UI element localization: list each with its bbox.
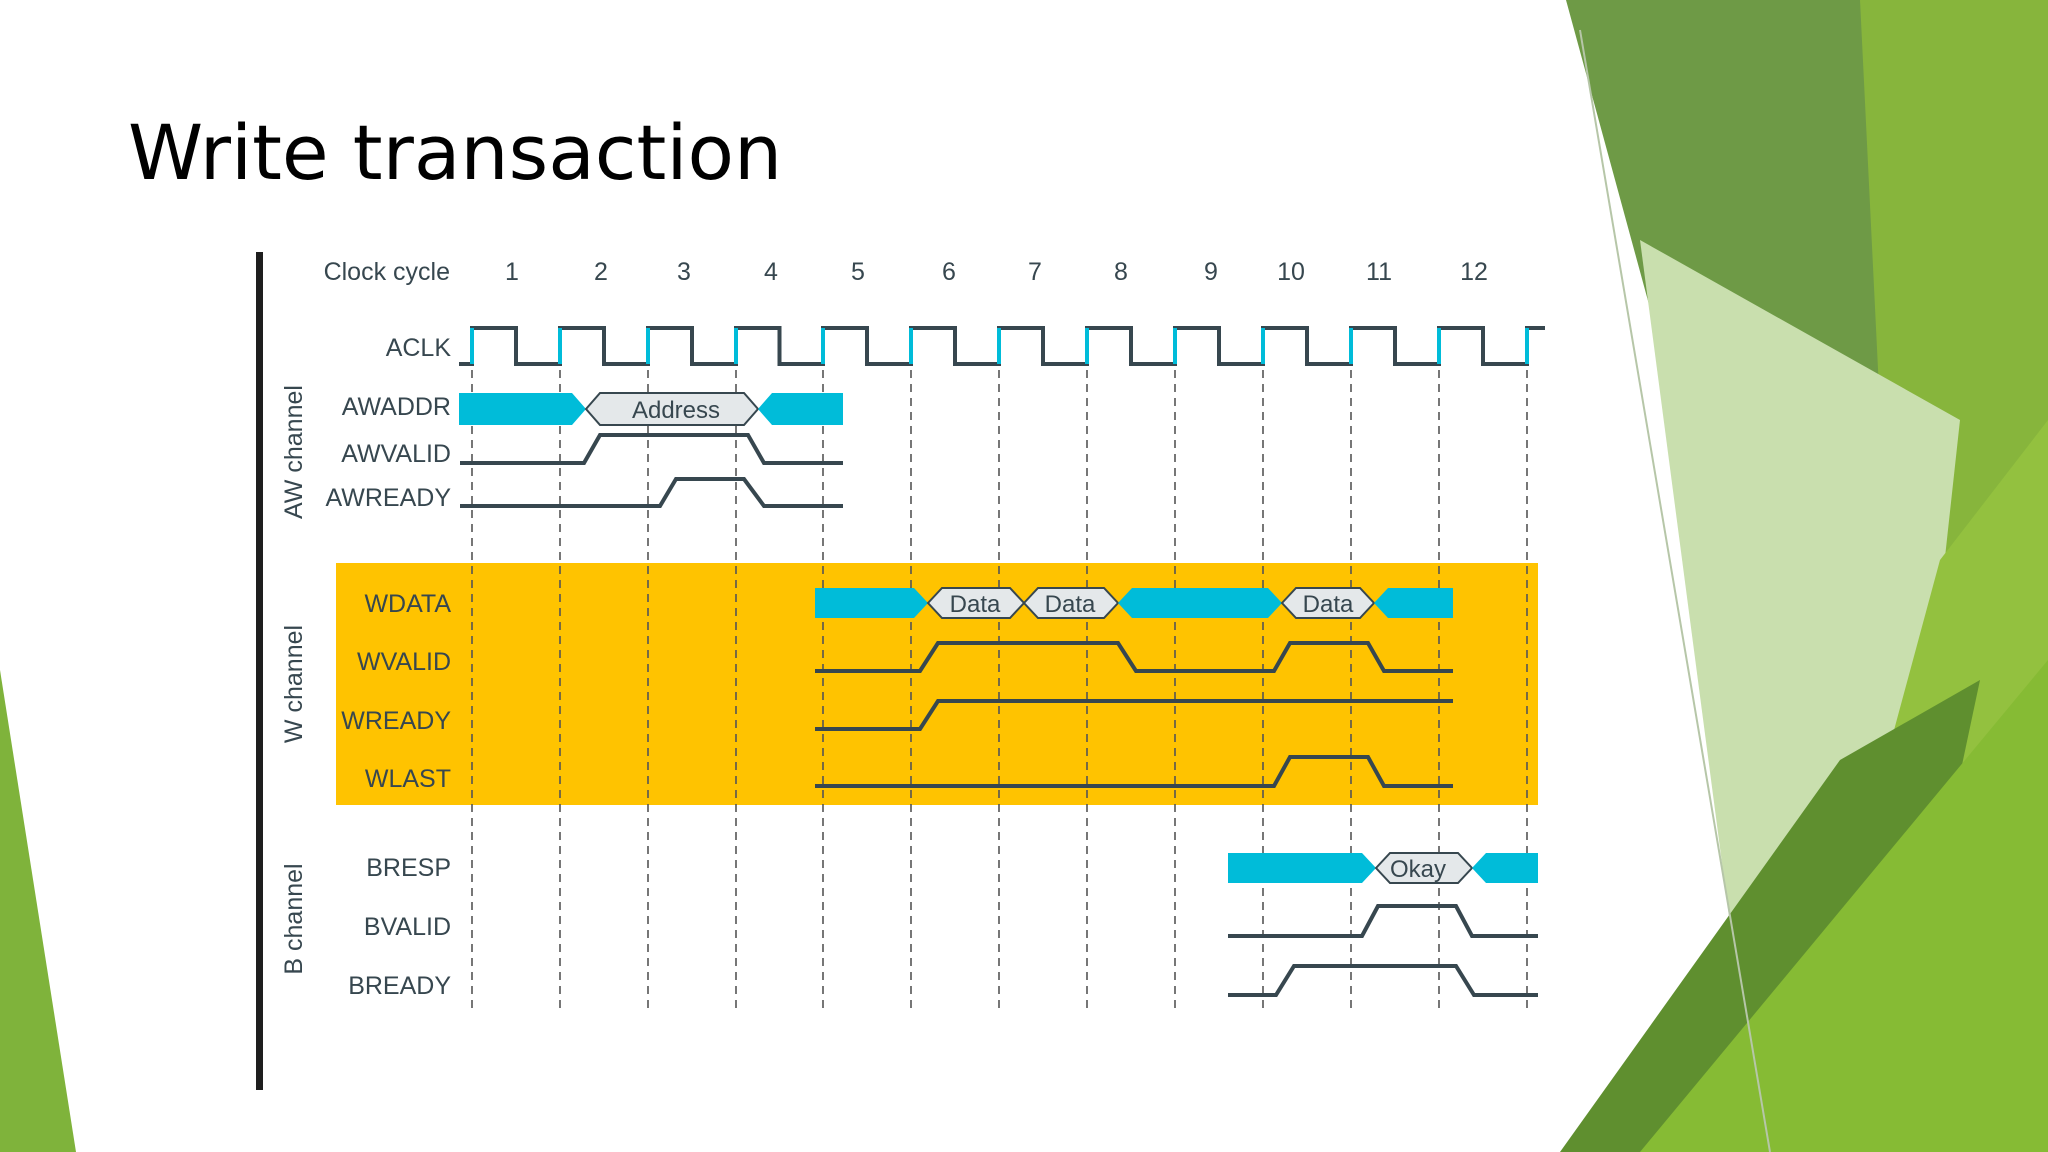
- aclk-signal-label: ACLK: [386, 334, 452, 362]
- wvalid-signal-label: WVALID: [357, 648, 451, 676]
- cycle-label-5: 5: [851, 258, 865, 286]
- awready-signal-label: AWREADY: [326, 484, 452, 512]
- cycle-label-12: 12: [1460, 258, 1488, 286]
- awready-waveform: [460, 477, 843, 508]
- wdata-signal-label: WDATA: [364, 590, 451, 618]
- clock-cycle-label: Clock cycle: [324, 258, 450, 286]
- w-channel-label: W channel: [280, 625, 308, 743]
- slide-title: Write transaction: [128, 108, 783, 197]
- bresp-bus-idle-right: [1472, 853, 1538, 883]
- cycle-label-8: 8: [1114, 258, 1128, 286]
- wlast-waveform: [815, 755, 1453, 788]
- awaddr-bus-idle-left: [459, 393, 586, 425]
- awvalid-waveform: [460, 433, 843, 465]
- awaddr-bus-idle-right: [758, 393, 843, 425]
- cycle-label-6: 6: [942, 258, 956, 286]
- bready-signal-label: BREADY: [348, 972, 451, 1000]
- b-channel-label: B channel: [280, 863, 308, 974]
- wready-signal-label: WREADY: [341, 707, 451, 735]
- cycle-label-11: 11: [1366, 258, 1392, 286]
- cycle-label-4: 4: [764, 258, 778, 286]
- cycle-label-9: 9: [1204, 258, 1218, 286]
- awaddr-address-value: Address: [632, 397, 720, 424]
- aw-channel-label: AW channel: [280, 385, 308, 519]
- cycle-label-2: 2: [594, 258, 608, 286]
- wready-waveform: [815, 699, 1453, 731]
- cycle-label-7: 7: [1028, 258, 1042, 286]
- cycle-label-10: 10: [1277, 258, 1305, 286]
- aclk-waveform: [459, 326, 1545, 366]
- bready-waveform: [1228, 964, 1538, 997]
- thin-accent-line: [1579, 29, 1771, 1152]
- wvalid-waveform: [815, 641, 1453, 673]
- bresp-okay-value: Okay: [1390, 856, 1446, 883]
- wlast-signal-label: WLAST: [365, 765, 451, 793]
- wdata-data-value-1: Data: [950, 591, 1001, 618]
- wdata-bus-idle-3: [1374, 588, 1453, 618]
- left-green-sliver: [0, 670, 76, 1152]
- bvalid-signal-label: BVALID: [364, 913, 451, 941]
- bresp-signal-label: BRESP: [366, 854, 451, 882]
- wdata-data-value-3: Data: [1303, 591, 1354, 618]
- wdata-bus-idle-1: [815, 588, 928, 618]
- cycle-label-1: 1: [505, 258, 519, 286]
- right-green-panel-front: [1640, 660, 2048, 1152]
- cycle-label-3: 3: [677, 258, 691, 286]
- awvalid-signal-label: AWVALID: [341, 440, 451, 468]
- diagram-left-rule: [256, 252, 263, 1090]
- awaddr-signal-label: AWADDR: [342, 393, 451, 421]
- bresp-bus-idle-left: [1228, 853, 1376, 883]
- wdata-bus-idle-2: [1118, 588, 1282, 618]
- bvalid-waveform: [1228, 904, 1538, 938]
- wdata-data-value-2: Data: [1045, 591, 1096, 618]
- aclk-rising-edges: [470, 328, 1529, 364]
